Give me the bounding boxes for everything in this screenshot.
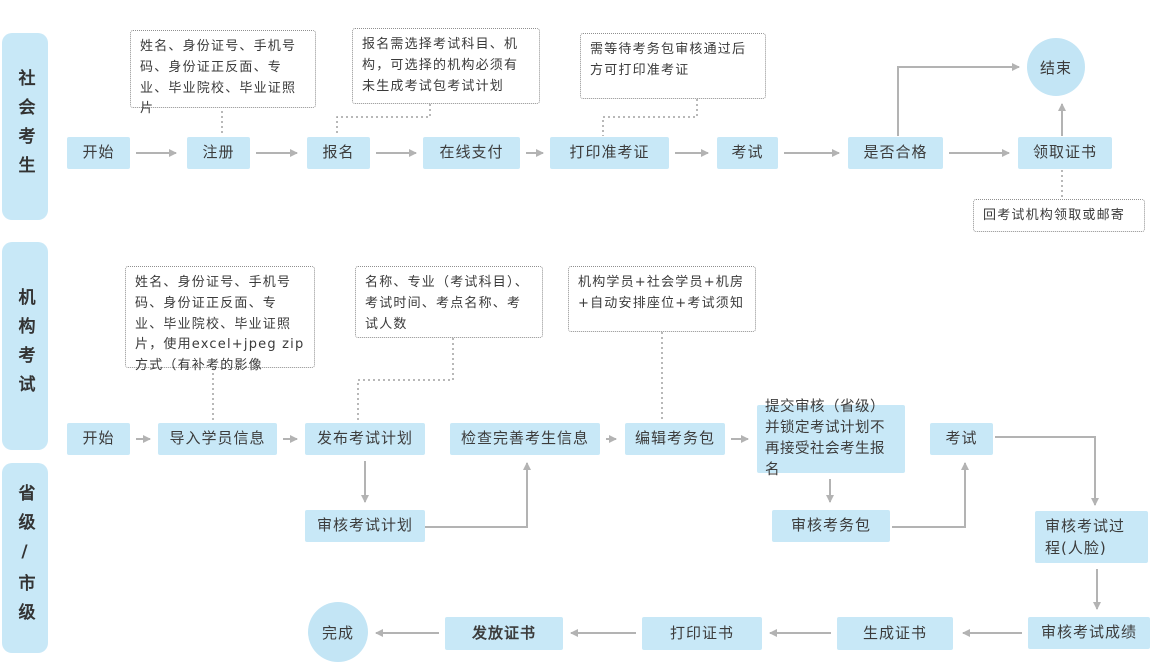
annotation-signup-note: 报名需选择考试科目、机构，可选择的机构必须有未生成考试包考试计划	[352, 28, 540, 104]
lane-label: 省级/市级	[14, 484, 35, 632]
node-review-exam-plan: 审核考试计划	[305, 510, 425, 542]
node-receive-certificate: 领取证书	[1018, 137, 1112, 169]
annotation-cert-note: 回考试机构领取或邮寄	[973, 199, 1145, 232]
node-print-certificate: 打印证书	[642, 617, 762, 650]
node-social-start: 开始	[67, 137, 130, 169]
node-review-exam-process: 审核考试过程(人脸)	[1035, 511, 1148, 563]
lane-label: 社会考生	[14, 68, 35, 185]
node-edit-exam-pack: 编辑考务包	[625, 423, 725, 455]
node-register: 注册	[187, 137, 250, 169]
node-print-admission-ticket: 打印准考证	[550, 137, 669, 169]
node-submit-review-lock: 提交审核（省级）并锁定考试计划不再接受社会考生报名	[757, 399, 905, 478]
node-org-start: 开始	[67, 423, 130, 455]
node-end-circle: 结束	[1027, 38, 1085, 96]
node-done-circle: 完成	[308, 602, 368, 662]
node-issue-certificate: 发放证书	[445, 617, 563, 650]
annotation-ticket-note: 需等待考务包审核通过后方可打印准考证	[580, 33, 766, 99]
node-review-exam-score: 审核考试成绩	[1028, 617, 1150, 649]
node-pass-or-not: 是否合格	[848, 137, 943, 169]
annotation-pack-fields: 机构学员+社会学员+机房+自动安排座位+考试须知	[568, 266, 756, 332]
node-check-candidate-info: 检查完善考生信息	[450, 423, 600, 455]
node-generate-certificate: 生成证书	[837, 617, 953, 650]
lane-province-city: 省级/市级	[2, 463, 48, 653]
node-online-pay: 在线支付	[423, 137, 520, 169]
annotation-register-fields: 姓名、身份证号、手机号码、身份证正反面、专业、毕业院校、毕业证照片	[130, 30, 316, 116]
lane-institution-exam: 机构考试	[2, 242, 48, 450]
annotation-import-fields: 姓名、身份证号、手机号码、身份证正反面、专业、毕业院校、毕业证照片，使用exce…	[125, 266, 315, 373]
node-publish-exam-plan: 发布考试计划	[305, 423, 425, 455]
node-signup: 报名	[307, 137, 370, 169]
annotation-plan-fields: 名称、专业（考试科目）、考试时间、考点名称、考试人数	[355, 266, 543, 338]
node-review-exam-pack: 审核考务包	[772, 510, 890, 542]
node-social-exam: 考试	[717, 137, 778, 169]
node-import-students: 导入学员信息	[158, 423, 277, 455]
lane-social-candidate: 社会考生	[2, 33, 48, 220]
lane-label: 机构考试	[14, 288, 35, 404]
node-org-exam: 考试	[930, 423, 993, 455]
